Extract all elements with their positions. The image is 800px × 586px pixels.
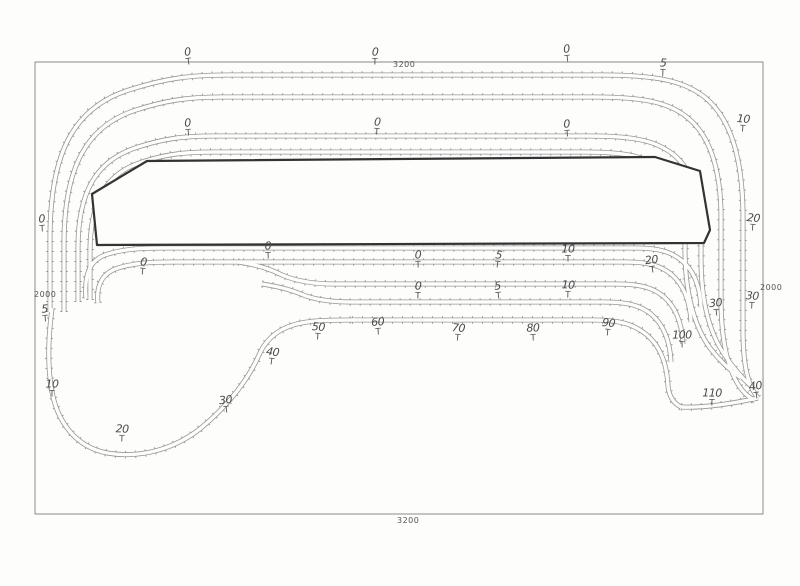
dimension-top: 3200 (393, 60, 416, 69)
baseboard-outline (90, 155, 712, 247)
dimension-right: 2000 (760, 283, 783, 292)
dimension-bottom: 3200 (397, 516, 420, 525)
drawing-border (34, 61, 764, 515)
track-layers (49, 75, 758, 455)
dimension-left: 2000 (34, 290, 57, 299)
